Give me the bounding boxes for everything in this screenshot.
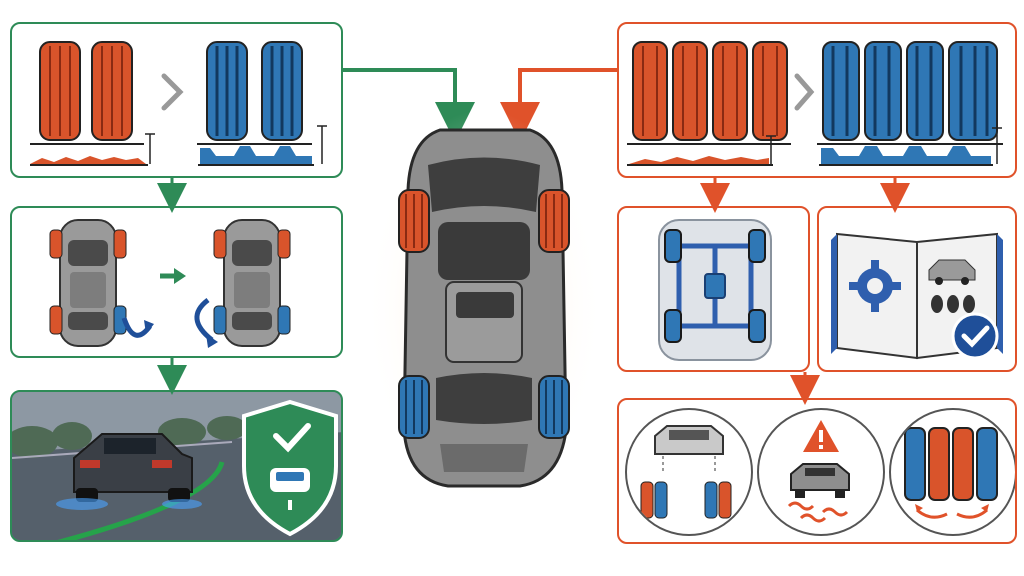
new-tread-depth-profile: [198, 125, 327, 166]
drivetrain-tires: [664, 229, 766, 343]
panel-right-consequences: [617, 398, 1017, 544]
car-after-rotation: [213, 219, 291, 347]
panel-right-drivetrain: [617, 206, 810, 372]
arrow-left-to-car: [343, 68, 475, 142]
new-tire-set: [817, 41, 1003, 145]
chevron-right-icon: [794, 73, 815, 111]
transfer-case: [704, 273, 726, 299]
circle-skid-warning: [757, 408, 885, 536]
worn-tread-depth-profile: [30, 133, 155, 166]
trees: [12, 416, 247, 458]
mismatched-tires-right: [704, 481, 732, 519]
chevron-right-icon: [161, 73, 184, 111]
arrow-right-icon: [160, 268, 186, 284]
skid-marks: [787, 501, 849, 523]
new-tire-pair: [197, 41, 312, 145]
arrow-right-to-car: [500, 68, 617, 142]
front-right-worn-tire: [538, 189, 570, 253]
rotate-arrow-icon: [121, 317, 154, 338]
circle-alignment: [625, 408, 753, 536]
worn-tire-set: [627, 41, 791, 145]
car-on-wet-road: [56, 433, 202, 510]
car-front-icon: [654, 425, 724, 455]
car-before-rotation: [49, 219, 127, 347]
car-body: [402, 128, 568, 488]
panel-left-tread-compare: [10, 22, 343, 178]
panel-right-owners-manual: [817, 206, 1017, 372]
car-thumbnail-icon: [928, 259, 976, 285]
gear-icon: [849, 260, 901, 312]
mixed-tire-set: [904, 427, 998, 501]
front-left-worn-tire: [398, 189, 430, 253]
skidding-car-icon: [790, 463, 850, 498]
warning-triangle-icon: [803, 420, 839, 452]
worn-tread-depth-profile: [627, 135, 776, 166]
tire-thumbnail-icons: [931, 295, 975, 313]
check-circle-icon: [951, 312, 999, 360]
panel-left-tire-rotation: [10, 206, 343, 358]
circle-tire-mismatch: [889, 408, 1015, 536]
worn-tire-pair: [30, 41, 144, 145]
new-tread-depth-profile: [819, 127, 1002, 166]
shield-check-icon: [242, 399, 338, 537]
mismatched-tires-left: [640, 481, 668, 519]
rear-right-new-tire: [538, 375, 570, 439]
panel-left-wet-road-safety: [10, 390, 343, 542]
swap-arrows-icon: [916, 508, 988, 519]
panel-right-tread-compare: [617, 22, 1017, 178]
rotate-arrow-icon-2: [194, 298, 218, 348]
rear-left-new-tire: [398, 375, 430, 439]
